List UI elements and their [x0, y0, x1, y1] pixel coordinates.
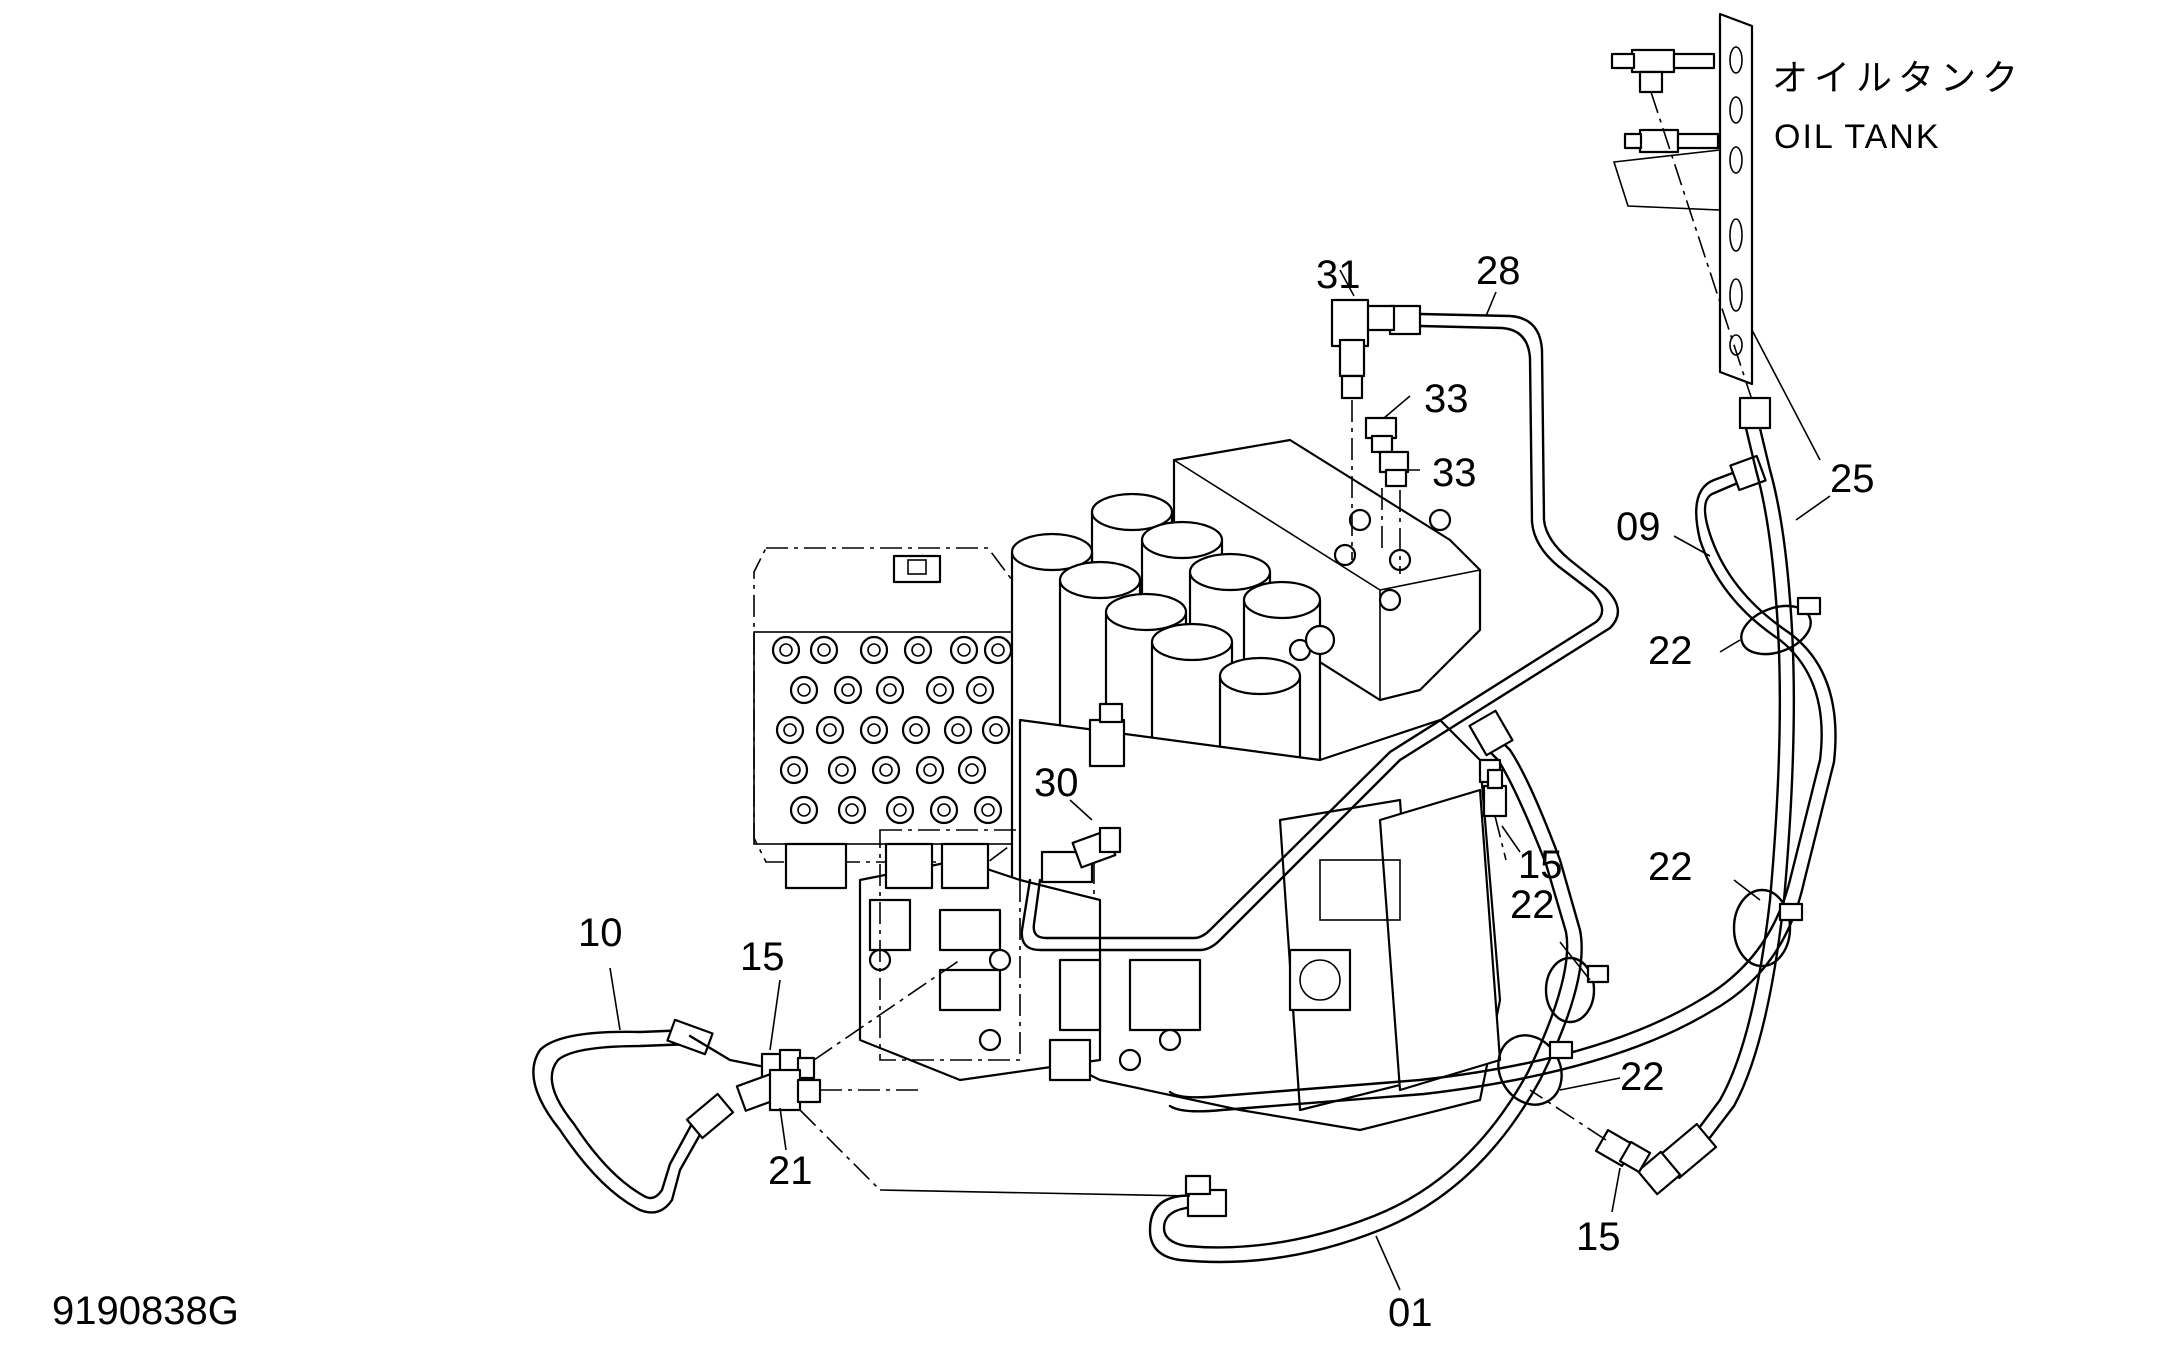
callout-15-mid: 15: [1518, 843, 1563, 887]
callout-28: 28: [1476, 249, 1521, 293]
clamp-22: [1497, 596, 1822, 1106]
leader-lines: [609, 269, 1831, 1291]
hose-10: [532, 1018, 762, 1214]
port-fitting-core: [893, 803, 907, 817]
port-fitting: [981, 715, 1011, 745]
port-fitting: [903, 635, 933, 665]
port-fitting: [833, 675, 863, 705]
port-fitting-core: [923, 763, 937, 777]
port-fitting-core: [823, 723, 837, 737]
callout-22-right: 22: [1648, 845, 1693, 889]
pilot-manifold: [753, 547, 1013, 863]
tank-label-jp: オイルタンク: [1772, 57, 2024, 98]
port-fitting-core: [797, 683, 811, 697]
pilot-fittings: [771, 635, 1013, 825]
callout-22-top: 22: [1648, 629, 1693, 673]
fitting-15-right: [1529, 1089, 1652, 1174]
port-fitting-core: [991, 643, 1005, 657]
tee-21: [735, 1068, 1191, 1197]
port-fitting: [929, 795, 959, 825]
port-fitting-core: [883, 683, 897, 697]
port-fitting: [901, 715, 931, 745]
port-fitting: [943, 715, 973, 745]
callout-10: 10: [578, 911, 623, 955]
callout-25: 25: [1830, 457, 1875, 501]
oil-tank: [1610, 12, 1821, 461]
port-fitting-core: [779, 643, 793, 657]
port-fitting-core: [981, 803, 995, 817]
port-fitting-core: [817, 643, 831, 657]
port-fitting-core: [937, 803, 951, 817]
port-fitting-core: [965, 763, 979, 777]
port-fitting: [815, 715, 845, 745]
fitting-30: [1071, 826, 1122, 900]
callout-21: 21: [768, 1149, 813, 1193]
figure-code: 9190838G: [52, 1289, 239, 1333]
port-fitting: [771, 635, 801, 665]
port-fitting-core: [845, 803, 859, 817]
port-fitting: [885, 795, 915, 825]
plug-33: [1364, 416, 1410, 574]
port-fitting: [779, 755, 809, 785]
port-fitting-core: [787, 763, 801, 777]
port-fitting-core: [951, 723, 965, 737]
hose-01: [1148, 709, 1583, 1264]
port-fitting: [973, 795, 1003, 825]
port-fitting: [875, 675, 905, 705]
port-fitting-core: [879, 763, 893, 777]
port-fitting-core: [867, 723, 881, 737]
port-fitting: [809, 635, 839, 665]
port-fitting-core: [841, 683, 855, 697]
callout-22-lower: 22: [1620, 1055, 1665, 1099]
port-fitting: [965, 675, 995, 705]
callout-30: 30: [1034, 761, 1079, 805]
callout-31: 31: [1316, 253, 1361, 297]
port-fitting-core: [989, 723, 1003, 737]
hose-28: [1020, 304, 1619, 952]
port-fitting-core: [909, 723, 923, 737]
port-fitting: [915, 755, 945, 785]
port-fitting: [789, 795, 819, 825]
pilot-lower: [784, 829, 1021, 1061]
port-fitting-core: [933, 683, 947, 697]
port-fitting: [859, 635, 889, 665]
callout-33-upper: 33: [1424, 377, 1469, 421]
port-fitting: [925, 675, 955, 705]
port-fitting-core: [957, 643, 971, 657]
callout-09: 09: [1616, 505, 1661, 549]
callout-01: 01: [1388, 1291, 1433, 1335]
fitting-15-mid: [1482, 768, 1508, 861]
callout-15-bottom: 15: [1576, 1215, 1621, 1259]
port-fitting: [789, 675, 819, 705]
port-fitting: [871, 755, 901, 785]
port-fitting-core: [911, 643, 925, 657]
port-fitting: [859, 715, 889, 745]
port-fitting: [983, 635, 1013, 665]
port-fitting: [949, 635, 979, 665]
port-fitting-core: [835, 763, 849, 777]
callout-33-lower: 33: [1432, 451, 1477, 495]
callout-22-mid: 22: [1510, 883, 1555, 927]
port-fitting: [957, 755, 987, 785]
port-fitting: [837, 795, 867, 825]
port-fitting-core: [867, 643, 881, 657]
port-fitting-core: [783, 723, 797, 737]
port-fitting-core: [973, 683, 987, 697]
hose-25: [1636, 396, 1796, 1196]
fitting-31: [1330, 298, 1396, 560]
tank-label-en: OIL TANK: [1774, 118, 1941, 156]
control-valve: [858, 438, 1502, 1132]
port-fitting: [827, 755, 857, 785]
callout-15-left: 15: [740, 935, 785, 979]
port-fitting-core: [797, 803, 811, 817]
port-fitting: [775, 715, 805, 745]
